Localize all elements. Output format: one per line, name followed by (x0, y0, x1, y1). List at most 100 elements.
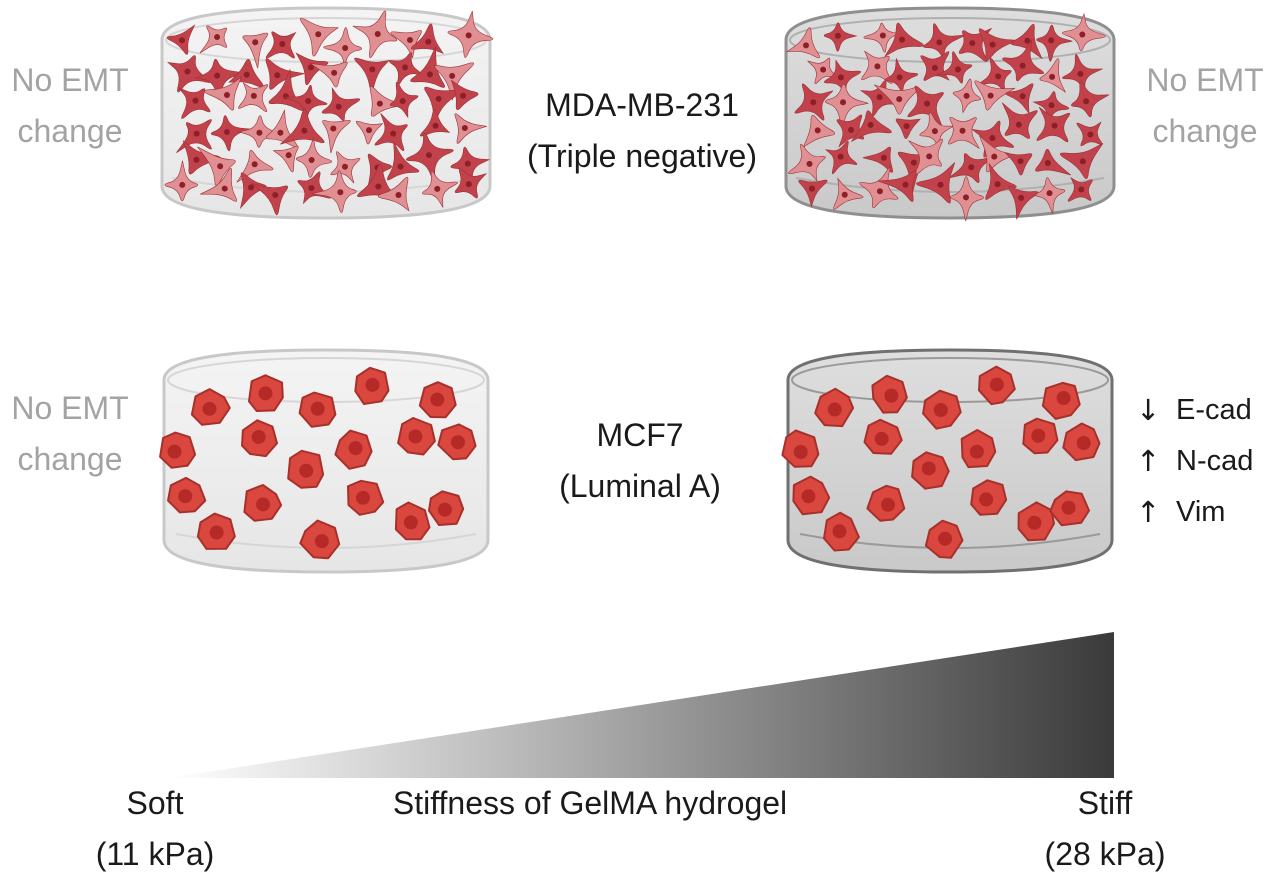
cell-nucleus (987, 92, 994, 99)
cell-nucleus (1087, 131, 1094, 138)
cell-nucleus (827, 402, 842, 417)
cell-nucleus (793, 444, 808, 459)
cell-nucleus (355, 490, 370, 505)
cell-nucleus (1031, 428, 1046, 443)
cell-nucleus (374, 31, 381, 38)
mesenchymal-cell (405, 133, 454, 186)
cell-nucleus (1018, 194, 1025, 201)
mesenchymal-cell (978, 28, 1018, 61)
marker-label: N-cad (1176, 445, 1254, 477)
cell-nucleus (366, 127, 373, 134)
mesenchymal-cell (419, 109, 451, 137)
cell-nucleus (959, 127, 966, 134)
cell-nucleus (874, 431, 889, 446)
cell-nucleus (251, 429, 266, 444)
cell-nucleus (308, 156, 315, 163)
cell-nucleus (425, 152, 432, 159)
cell-nucleus (899, 36, 906, 43)
cell-nucleus (252, 39, 259, 46)
mesenchymal-cell (1035, 148, 1071, 176)
cell-nucleus (408, 429, 423, 444)
mesenchymal-cell (410, 46, 446, 88)
cell-nucleus (995, 73, 1002, 80)
mesenchymal-cell (1071, 81, 1110, 118)
cell-nucleus (936, 39, 943, 46)
cell-nucleus (277, 129, 284, 136)
mesenchymal-cell (1002, 39, 1045, 82)
cell-nucleus (1017, 158, 1024, 165)
mesenchymal-cell (825, 83, 869, 127)
mesenchymal-cell (979, 135, 1012, 173)
cell-nucleus (834, 32, 841, 39)
cell-nucleus (179, 181, 186, 188)
mesenchymal-cell (322, 119, 351, 154)
mesenchymal-cell (251, 183, 289, 216)
cell-nucleus (308, 184, 315, 191)
mesenchymal-cell (369, 86, 406, 117)
label-no-emt-top-left: No EMT change (11, 62, 129, 149)
cell-nucleus (1019, 93, 1026, 100)
cell-nucleus (963, 92, 970, 99)
cell-nucleus (1079, 158, 1086, 165)
cell-nucleus (310, 401, 325, 416)
mesenchymal-cell (387, 141, 420, 181)
cell-nucleus (214, 34, 221, 41)
cell-nucleus (803, 42, 810, 49)
mesenchymal-cell (323, 27, 363, 66)
cell-nucleus (449, 72, 456, 79)
cell-nucleus (402, 64, 409, 71)
cell-nucleus (884, 388, 899, 403)
cell-nucleus (465, 181, 472, 188)
mesenchymal-cell (919, 112, 955, 146)
mesenchymal-cell (798, 179, 828, 208)
mesenchymal-cell (210, 115, 252, 152)
cell-nucleus (465, 32, 472, 39)
cell-nucleus (192, 97, 199, 104)
cell-nucleus (876, 188, 883, 195)
cell-nucleus (989, 41, 996, 48)
cell-nucleus (837, 74, 844, 81)
cell-nucleus (365, 377, 380, 392)
cell-nucleus (1048, 102, 1055, 109)
mesenchymal-cell (300, 17, 339, 57)
label-no-emt-top-right: No EMT change (1146, 62, 1264, 149)
cell-nucleus (926, 153, 933, 160)
cell-nucleus (179, 37, 186, 44)
marker-vim: ↑ Vim (1136, 487, 1253, 538)
cell-nucleus (810, 99, 817, 106)
mesenchymal-cell (974, 80, 1016, 111)
label-soft: Soft (11 kPa) (95, 785, 215, 872)
cell-nucleus (1049, 73, 1056, 80)
marker-label: Vim (1176, 496, 1226, 528)
cell-nucleus (876, 94, 883, 101)
cell-nucleus (331, 69, 338, 76)
cell-nucleus (341, 163, 348, 170)
cell-nucleus (258, 386, 273, 401)
mesenchymal-cell (454, 113, 487, 144)
cell-nucleus (848, 126, 855, 133)
cell-nucleus (330, 125, 337, 132)
mesenchymal-cell (1005, 83, 1034, 115)
mesenchymal-cell (311, 170, 357, 214)
cell-nucleus (841, 191, 848, 198)
up-arrow-icon: ↑ (1136, 495, 1161, 529)
mesenchymal-cell (242, 32, 269, 69)
mesenchymal-cell (204, 76, 242, 111)
label-no-emt-bottom-left: No EMT change (11, 390, 129, 477)
cell-nucleus (243, 71, 250, 78)
cell-nucleus (837, 153, 844, 160)
mesenchymal-cell (1001, 102, 1038, 139)
cell-nucleus (223, 128, 230, 135)
cell-nucleus (832, 524, 847, 539)
cell-nucleus (933, 403, 948, 418)
cell-nucleus (1046, 190, 1053, 197)
cell-nucleus (305, 98, 312, 105)
cell-nucleus (256, 497, 271, 512)
stiffness-gradient-wedge (168, 632, 1114, 778)
cell-nucleus (184, 68, 191, 75)
label-cell-line-mda: MDA-MB-231 (Triple negative) (526, 87, 757, 174)
cell-nucleus (223, 92, 230, 99)
cell-nucleus (1061, 500, 1076, 515)
cell-nucleus (874, 63, 881, 70)
cell-nucleus (896, 74, 903, 81)
